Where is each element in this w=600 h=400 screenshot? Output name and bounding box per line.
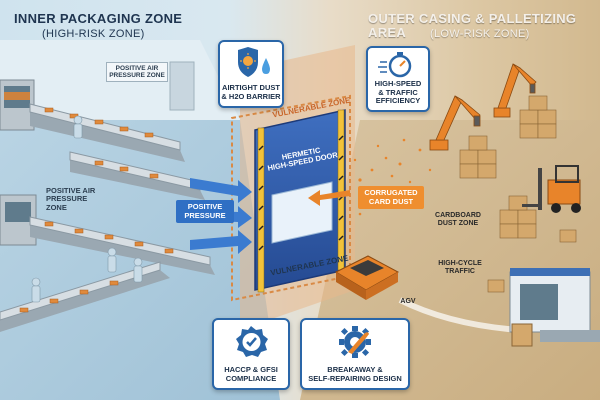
stopwatch-icon [378,52,412,78]
vulnerable-zone-outline [231,94,351,302]
conveyor-upper [29,103,185,162]
wall-sign: POSITIVE AIR PRESSURE ZONE [106,62,168,83]
traffic-label: HIGH-CYCLE TRAFFIC [438,260,482,275]
callout-airtight-text: AIRTIGHT DUST & H2O BARRIER [221,83,281,101]
positive-pressure-tag: POSITIVE PRESSURE [176,200,234,224]
callout-breakaway: BREAKAWAY & SELF-REPAIRING DESIGN [300,318,410,390]
agv-label: AGV [400,298,416,305]
agv-path [398,297,521,333]
robot-arm-1 [429,95,481,151]
left-back-door [169,61,195,111]
robot-arm-2 [493,63,537,118]
certified-badge-icon [236,326,268,357]
packaging-machine [0,79,35,131]
callout-haccp: HACCP & GFSI COMPLIANCE [212,318,290,390]
high-speed-door [254,109,346,293]
product-trays [19,107,174,313]
floor-pressure-label: POSITIVE AIR PRESSURE ZONE [46,186,96,212]
left-zone-subtitle: (HIGH-RISK ZONE) [42,28,145,40]
callout-speed-text: HIGH-SPEED & TRAFFIC EFFICIENCY [374,79,422,106]
callout-speed: HIGH-SPEED & TRAFFIC EFFICIENCY [366,46,430,112]
callout-breakaway-text: BREAKAWAY & SELF-REPAIRING DESIGN [308,365,402,383]
case-packer [509,268,600,347]
forklift [522,165,581,213]
cardboard-dust-label: CARDBOARD DUST ZONE [435,212,481,227]
dust-arrow [308,190,350,206]
gear-wrench-icon [339,326,371,358]
right-zone-subtitle: (LOW-RISK ZONE) [430,28,530,40]
callout-airtight: AIRTIGHT DUST & H2O BARRIER [218,40,284,108]
cardboard-boxes [459,95,577,293]
workers [31,115,143,303]
callout-haccp-text: HACCP & GFSI COMPLIANCE [224,365,278,383]
agv [334,255,400,300]
left-zone-title: INNER PACKAGING ZONE [14,11,183,26]
shield-virus-drop-icon [238,47,270,77]
dust-tag: CORRUGATED CARD DUST [358,186,424,210]
right-zone-title: OUTER CASING & PALLETIZING AREA [368,11,577,41]
